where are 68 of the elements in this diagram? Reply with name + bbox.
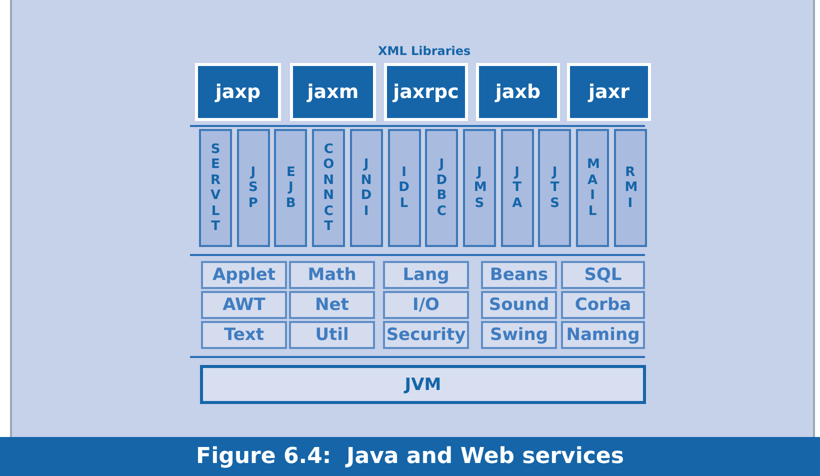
node-label: Util bbox=[315, 325, 349, 345]
node-label: RMI bbox=[624, 164, 636, 212]
node-label: CONNCT bbox=[323, 142, 334, 234]
node-label: I/O bbox=[412, 295, 440, 315]
node-label: Sound bbox=[488, 295, 550, 315]
figure-caption: Figure 6.4: Java and Web services bbox=[0, 437, 820, 476]
node-label: EJB bbox=[285, 164, 296, 212]
package-box bbox=[289, 261, 375, 289]
node-label: JSP bbox=[248, 164, 259, 212]
package-box bbox=[201, 291, 287, 319]
node-label: JMS bbox=[474, 164, 485, 212]
node-label: Corba bbox=[574, 295, 632, 315]
package-box bbox=[561, 321, 645, 349]
node-label: jaxb bbox=[495, 81, 541, 103]
node-label: jaxp bbox=[215, 81, 261, 103]
api-column bbox=[500, 129, 534, 247]
package-box bbox=[289, 291, 375, 319]
package-box bbox=[289, 321, 375, 349]
node-label: Math bbox=[308, 265, 356, 285]
node-label: SERVLT bbox=[210, 142, 221, 234]
node-label: jaxr bbox=[588, 81, 630, 103]
node-label: AWT bbox=[222, 295, 266, 315]
node-label: Lang bbox=[402, 265, 450, 285]
package-box bbox=[561, 261, 645, 289]
node-label: IDL bbox=[398, 164, 410, 212]
package-box bbox=[201, 321, 287, 349]
package-box bbox=[561, 291, 645, 319]
api-column bbox=[350, 129, 383, 247]
package-box bbox=[383, 321, 469, 349]
node-label: MAIL bbox=[587, 157, 598, 219]
node-label: JVM bbox=[404, 374, 442, 394]
library-box bbox=[567, 63, 651, 121]
node-label: Applet bbox=[212, 265, 276, 285]
node-label: JNDI bbox=[360, 157, 372, 219]
package-box bbox=[481, 321, 557, 349]
package-box bbox=[481, 291, 557, 319]
node-label: JTS bbox=[549, 164, 560, 212]
node-label: Text bbox=[224, 325, 264, 345]
library-box bbox=[195, 63, 281, 121]
package-box bbox=[383, 291, 469, 319]
library-box bbox=[384, 63, 468, 121]
api-column bbox=[538, 129, 572, 247]
api-column bbox=[274, 129, 308, 247]
api-column bbox=[312, 129, 346, 247]
node-label: JTA bbox=[512, 164, 523, 212]
package-box bbox=[201, 261, 287, 289]
api-column bbox=[199, 129, 232, 247]
node-label: Beans bbox=[490, 265, 548, 285]
api-column bbox=[614, 129, 647, 247]
library-box bbox=[476, 63, 560, 121]
node-label: Net bbox=[315, 295, 349, 315]
group-heading: XML Libraries bbox=[378, 44, 471, 58]
api-column bbox=[388, 129, 420, 247]
node-label: Swing bbox=[490, 325, 548, 345]
api-column bbox=[576, 129, 609, 247]
node-label: SQL bbox=[584, 265, 622, 285]
node-label: Security bbox=[386, 325, 466, 345]
api-column bbox=[425, 129, 458, 247]
node-label: jaxrpc bbox=[393, 81, 459, 103]
package-box bbox=[383, 261, 469, 289]
node-label: jaxm bbox=[307, 81, 359, 103]
api-column bbox=[236, 129, 270, 247]
library-box bbox=[290, 63, 376, 121]
api-column bbox=[462, 129, 496, 247]
package-box bbox=[481, 261, 557, 289]
jvm-bar bbox=[200, 365, 646, 404]
node-label: JDBC bbox=[436, 157, 448, 219]
node-label: Naming bbox=[566, 325, 640, 345]
